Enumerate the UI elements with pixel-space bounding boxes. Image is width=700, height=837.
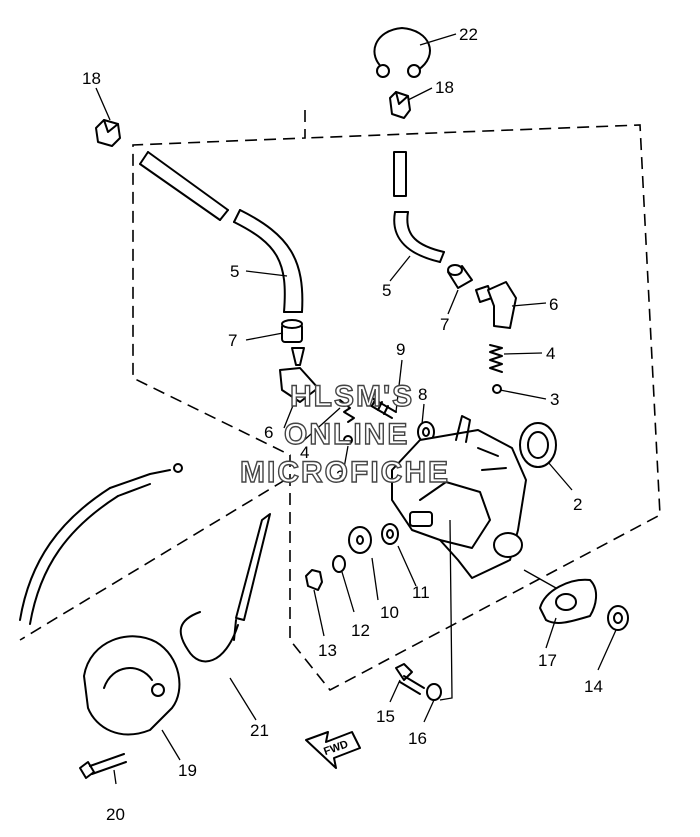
part-5-hose-right [393,151,445,263]
part-4-spring-left [339,399,355,423]
callout-20: 20 [106,805,125,824]
part-18-nut-right [389,91,411,119]
part-11-washer [381,523,399,545]
part-4-spring-right [489,344,503,373]
callout-14: 14 [584,677,603,696]
callout-6-left: 6 [264,423,273,442]
assembly-boundary-dashed [132,110,661,692]
callout-7-right: 7 [440,315,449,334]
callout-17: 17 [538,651,557,670]
oil-pump-body [391,415,527,579]
leader-lines [95,33,617,785]
callout-18-left: 18 [82,69,101,88]
part-3-ball-right [492,384,502,394]
watermark-line-1: HLSM'S [290,380,414,413]
callout-4-left: 4 [300,443,309,462]
part-3-ball-left [343,435,353,445]
part-18-nut-left [95,119,121,147]
cable-reference-dashed [19,479,286,641]
forward-direction-arrow: FWD [305,731,361,769]
control-cable-upper [19,463,183,625]
callout-11: 11 [412,583,430,602]
callout-16: 16 [408,729,427,748]
callout-10: 10 [380,603,399,622]
callout-4-right: 4 [546,344,555,363]
callout-12: 12 [351,621,370,640]
part-17-gasket [539,578,597,624]
part-12-washer [332,555,346,573]
callout-3-right: 3 [550,390,559,409]
callout-9: 9 [396,340,405,359]
part-7-collar-left [281,319,303,343]
part-13-nut [305,569,323,591]
watermark-line-2: ONLINE [284,418,409,451]
part-22-clip [373,27,431,78]
callout-2: 2 [573,495,582,514]
part-7-collar-right [447,264,473,289]
part-2-seal [519,422,557,468]
watermark: HLSM'S ONLINE MICROFICHE [239,379,450,489]
part-20-screw [79,753,127,779]
callout-6-right: 6 [549,295,558,314]
part-6-elbow-right [475,281,517,329]
part-10-plate [348,526,372,554]
callout-22: 22 [459,25,478,44]
callout-3-left: 3 [336,467,345,486]
callout-7-left: 7 [228,331,237,350]
callout-21: 21 [250,721,269,740]
watermark-line-3: MICROFICHE [240,456,450,489]
callout-15: 15 [376,707,395,726]
part-5-hose-left [139,151,304,313]
callout-5-right: 5 [382,281,391,300]
callout-5-left: 5 [230,262,239,281]
part-21-cable [179,513,271,663]
callout-8: 8 [418,385,427,404]
part-6-elbow-left [279,347,319,403]
callout-13: 13 [318,641,337,660]
callout-18-right: 18 [435,78,454,97]
part-19-cover [83,635,181,736]
part-9-screw [367,397,397,419]
callout-19: 19 [178,761,197,780]
part-16-washer [426,683,442,701]
part-14-washer [607,605,629,631]
part-15-bolt [395,663,425,695]
